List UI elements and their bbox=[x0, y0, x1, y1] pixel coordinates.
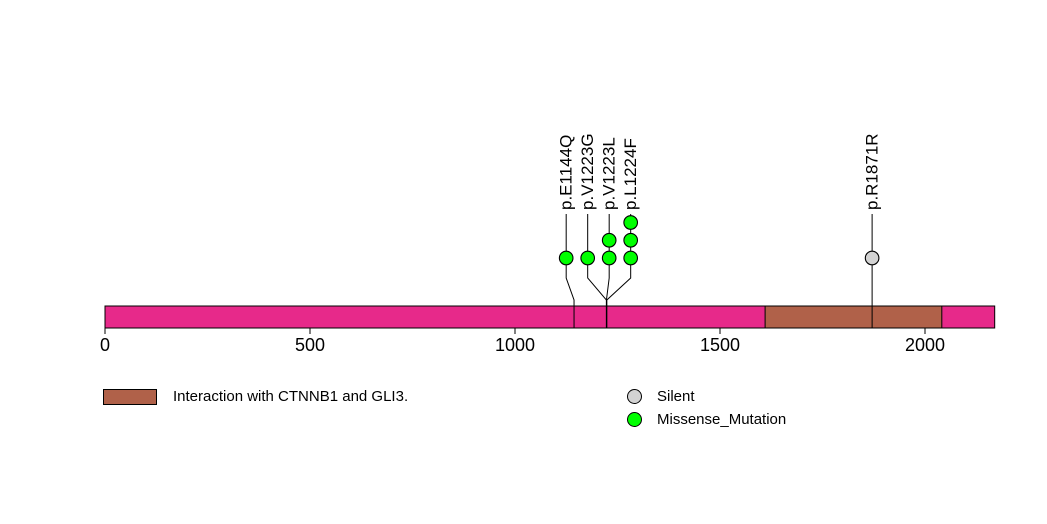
mutation-label: p.V1223L bbox=[600, 137, 619, 210]
mutation-circle bbox=[601, 232, 617, 248]
axis-tick-label: 2000 bbox=[905, 335, 945, 355]
legend-item-missense: Missense_Mutation bbox=[627, 411, 787, 428]
mutation-circle bbox=[601, 250, 617, 266]
mutation-label: p.L1224F bbox=[621, 138, 640, 210]
domain-rect bbox=[764, 305, 943, 329]
axis-tick-label: 500 bbox=[295, 335, 325, 355]
axis-tick-label: 1500 bbox=[700, 335, 740, 355]
legend-item-silent: Silent bbox=[627, 388, 786, 405]
mutation-marker-layer bbox=[558, 215, 880, 266]
mutation-circle bbox=[864, 250, 880, 266]
x-axis-layer: 0 500 1000 1500 2000 bbox=[100, 328, 945, 355]
axis-tick-label: 0 bbox=[100, 335, 110, 355]
mutation-label: p.R1871R bbox=[863, 133, 882, 210]
mutation-circle bbox=[623, 250, 639, 266]
protein-bar-layer bbox=[104, 305, 996, 329]
mutation-type-legend: Silent Missense_Mutation bbox=[627, 388, 787, 435]
domain-legend: Interaction with CTNNB1 and GLI3. bbox=[103, 388, 408, 405]
mutation-label: p.E1144Q bbox=[557, 135, 576, 210]
mutation-circle bbox=[580, 250, 596, 266]
mutation-label: p.V1223G bbox=[578, 133, 597, 210]
domain-legend-label: Interaction with CTNNB1 and GLI3. bbox=[173, 388, 409, 405]
mutation-circle bbox=[623, 215, 639, 230]
silent-marker-icon bbox=[627, 389, 642, 404]
missense-marker-icon bbox=[627, 412, 642, 427]
mutation-stem bbox=[565, 214, 575, 328]
axis-tick-label: 1000 bbox=[495, 335, 535, 355]
mutation-circle bbox=[623, 232, 639, 248]
domain-color-swatch bbox=[103, 388, 157, 405]
missense-legend-label: Missense_Mutation bbox=[657, 411, 787, 428]
silent-legend-label: Silent bbox=[657, 388, 695, 405]
mutation-circle bbox=[558, 250, 574, 266]
